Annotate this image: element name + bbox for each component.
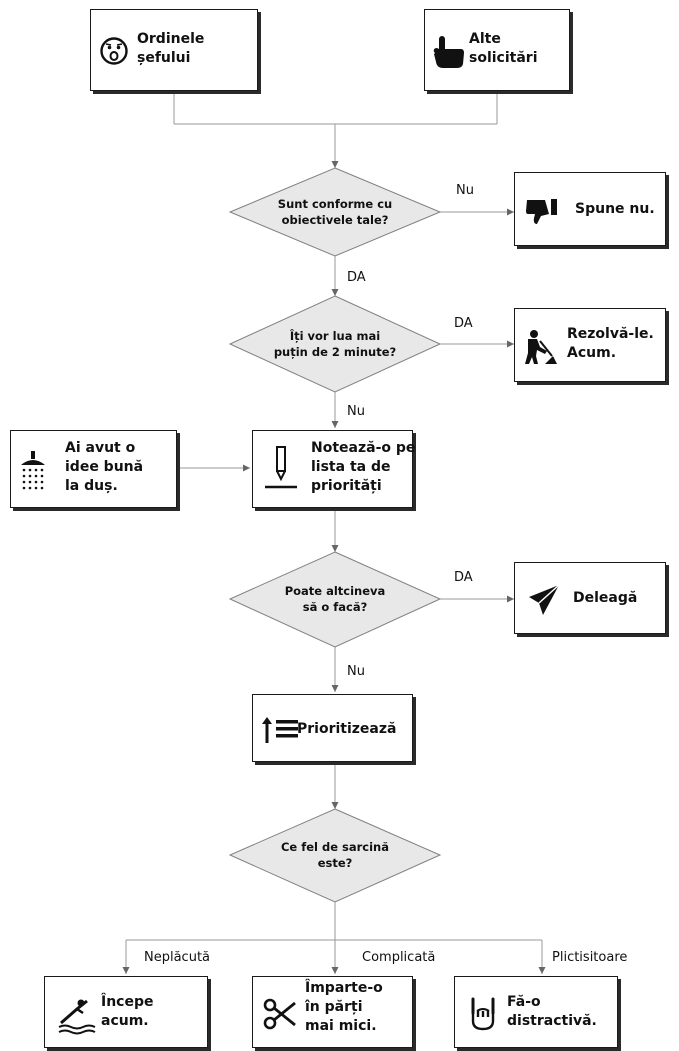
node-write-down: Notează-o pe lista ta de priorități bbox=[252, 430, 415, 508]
node-start-now-line-2: acum. bbox=[101, 1013, 149, 1029]
node-write-down-line-3: priorități bbox=[311, 478, 382, 494]
decision-two-minutes-line-1: Îți vor lua mai bbox=[289, 329, 381, 343]
node-start-now-line-1: Începe bbox=[101, 994, 154, 1010]
pointing-hand-icon bbox=[433, 36, 464, 68]
shocked-face-icon bbox=[100, 37, 128, 65]
node-other-requests: Alte solicitări bbox=[424, 9, 570, 91]
decision-task-type-shape bbox=[228, 808, 442, 903]
node-solve-now-line-2: Acum. bbox=[567, 345, 617, 361]
diver-icon bbox=[58, 999, 96, 1035]
label-unpleasant: Neplăcută bbox=[144, 950, 211, 965]
decision-two-minutes-line-2: puțin de 2 minute? bbox=[273, 345, 397, 359]
node-boss-orders-line-2: șefului bbox=[137, 50, 191, 66]
node-say-no-label: Spune nu. bbox=[575, 200, 655, 219]
node-split-smaller-label: Împarte-o în părți mai mici. bbox=[305, 979, 383, 1036]
node-boss-orders: Ordinele șefului bbox=[90, 9, 258, 91]
node-delegate-label: Deleagă bbox=[573, 589, 637, 608]
label-someone-no: Nu bbox=[347, 664, 365, 679]
node-delegate: Deleagă bbox=[514, 562, 666, 634]
decision-two-min-shape bbox=[228, 295, 442, 393]
node-shower-idea-line-2: idee bună bbox=[65, 459, 144, 475]
decision-someone-else-line-2: să o facă? bbox=[302, 600, 368, 614]
node-shower-idea-line-3: la duș. bbox=[65, 478, 118, 494]
node-solve-now-line-1: Rezolvă-le. bbox=[567, 326, 654, 342]
decision-someone-else-line-1: Poate altcineva bbox=[284, 584, 386, 598]
decision-task-type-line-1: Ce fel de sarcină bbox=[280, 840, 389, 854]
node-prioritize-line-1: Prioritizează bbox=[297, 721, 397, 737]
node-boss-orders-label: Ordinele șefului bbox=[137, 30, 204, 68]
node-split-smaller: Împarte-o în părți mai mici. bbox=[252, 976, 413, 1048]
label-someone-yes: DA bbox=[454, 570, 473, 585]
node-split-smaller-line-1: Împarte-o bbox=[305, 980, 383, 996]
label-two-min-no: Nu bbox=[347, 404, 365, 419]
decision-two-minutes: Îți vor lua mai puțin de 2 minute? bbox=[250, 328, 420, 360]
node-write-down-label: Notează-o pe lista ta de priorități bbox=[311, 439, 415, 496]
node-shower-idea: Ai avut o idee bună la duș. bbox=[10, 430, 177, 508]
node-say-no: Spune nu. bbox=[514, 172, 666, 246]
decision-task-type-line-2: este? bbox=[317, 856, 353, 870]
node-say-no-line-1: Spune nu. bbox=[575, 201, 655, 217]
worker-digging-icon bbox=[525, 330, 557, 364]
label-aligned-no: Nu bbox=[456, 183, 474, 198]
priority-list-icon bbox=[262, 717, 298, 743]
decision-aligned-shape bbox=[228, 167, 442, 257]
node-solve-now: Rezolvă-le. Acum. bbox=[514, 308, 666, 382]
node-shower-idea-line-1: Ai avut o bbox=[65, 440, 136, 456]
node-other-requests-line-1: Alte bbox=[469, 31, 501, 47]
shower-icon bbox=[21, 451, 45, 490]
label-complicated: Complicată bbox=[362, 950, 436, 965]
node-delegate-line-1: Deleagă bbox=[573, 590, 638, 606]
node-other-requests-label: Alte solicitări bbox=[469, 30, 538, 68]
node-solve-now-label: Rezolvă-le. Acum. bbox=[567, 325, 654, 363]
label-two-min-yes: DA bbox=[454, 316, 473, 331]
node-write-down-line-1: Notează-o pe bbox=[311, 440, 416, 456]
label-boring: Plictisitoare bbox=[552, 950, 628, 965]
decision-someone-else: Poate altcineva să o facă? bbox=[250, 583, 420, 615]
scissors-icon bbox=[263, 998, 296, 1030]
node-start-now-label: Începe acum. bbox=[101, 993, 154, 1031]
pen-icon bbox=[265, 446, 297, 489]
node-split-smaller-line-3: mai mici. bbox=[305, 1018, 377, 1034]
node-shower-idea-label: Ai avut o idee bună la duș. bbox=[65, 439, 143, 496]
node-other-requests-line-2: solicitări bbox=[469, 50, 538, 66]
node-write-down-line-2: lista ta de bbox=[311, 459, 391, 475]
node-make-fun-line-2: distractivă. bbox=[507, 1013, 597, 1029]
decision-aligned: Sunt conforme cu obiectivele tale? bbox=[250, 196, 420, 228]
node-make-fun-line-1: Fă-o bbox=[507, 994, 541, 1010]
node-prioritize-label: Prioritizează bbox=[297, 720, 396, 739]
node-split-smaller-line-2: în părți bbox=[305, 999, 363, 1015]
decision-someone-else-shape bbox=[228, 551, 442, 648]
thumbs-down-icon bbox=[526, 199, 557, 224]
decision-task-type: Ce fel de sarcină este? bbox=[250, 839, 420, 871]
node-boss-orders-line-1: Ordinele bbox=[137, 31, 205, 47]
decision-aligned-line-2: obiectivele tale? bbox=[281, 213, 389, 227]
paper-plane-icon bbox=[529, 584, 560, 615]
rock-hand-icon bbox=[471, 997, 495, 1031]
node-start-now: Începe acum. bbox=[44, 976, 208, 1048]
node-make-fun-label: Fă-o distractivă. bbox=[507, 993, 597, 1031]
label-aligned-yes: DA bbox=[347, 270, 366, 285]
node-prioritize: Prioritizează bbox=[252, 694, 413, 762]
decision-aligned-line-1: Sunt conforme cu bbox=[277, 197, 393, 211]
node-make-fun: Fă-o distractivă. bbox=[454, 976, 618, 1048]
